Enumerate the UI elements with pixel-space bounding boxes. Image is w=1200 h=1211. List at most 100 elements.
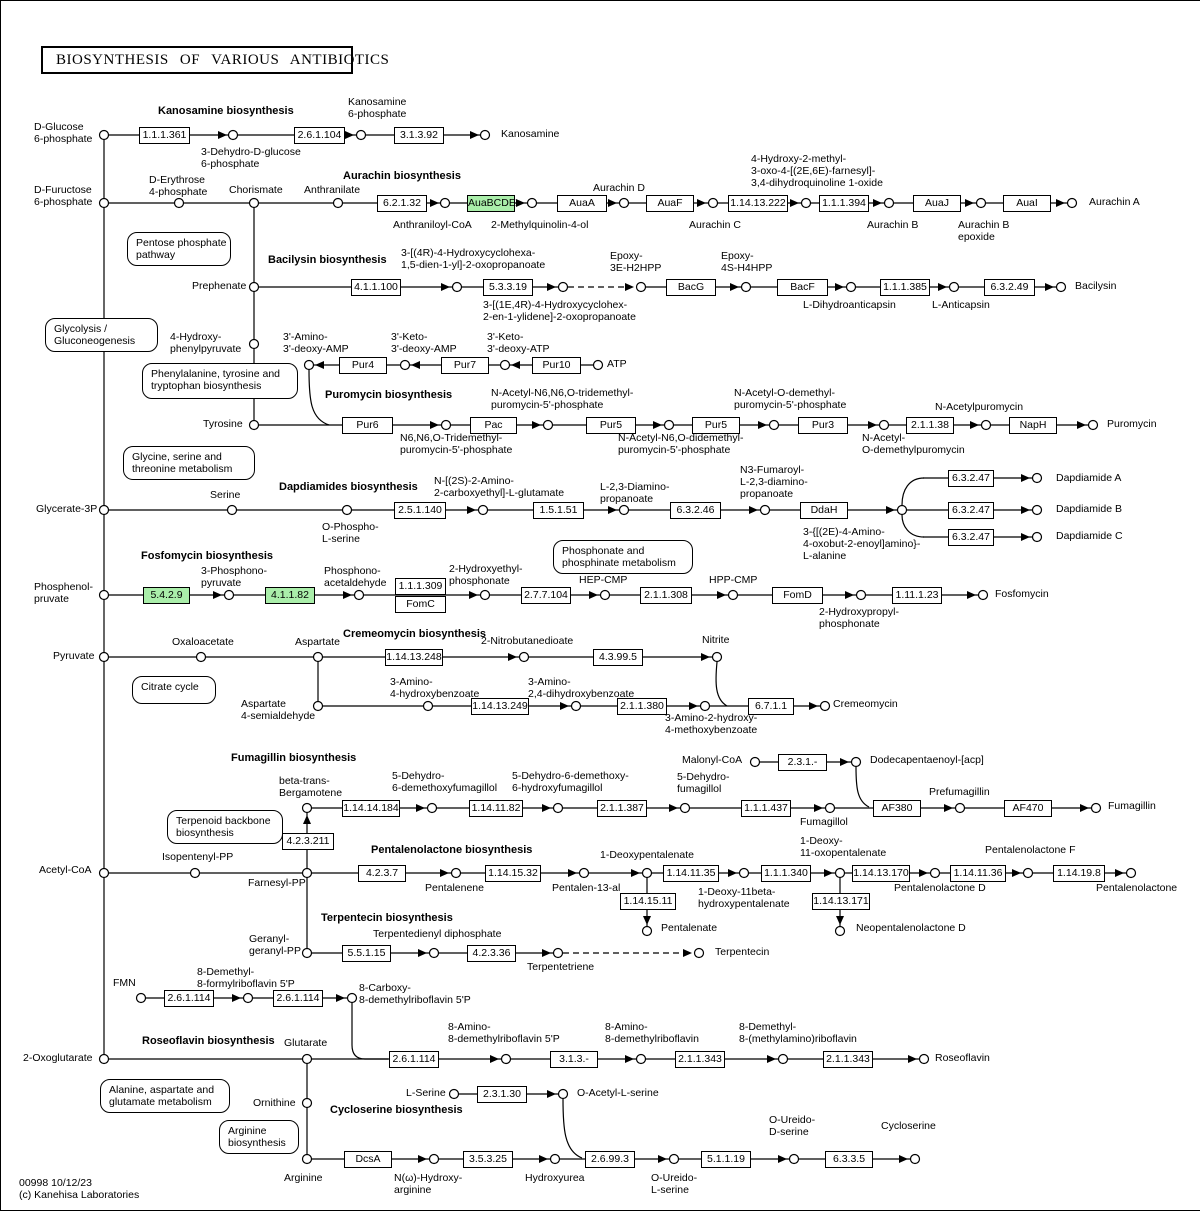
compound-node[interactable] bbox=[1055, 281, 1067, 293]
enzyme-box-1.1.1.340[interactable]: 1.1.1.340 bbox=[761, 865, 811, 882]
compound-node[interactable] bbox=[980, 419, 992, 431]
compound-node[interactable] bbox=[422, 700, 434, 712]
compound-node[interactable] bbox=[618, 197, 630, 209]
compound-node[interactable] bbox=[428, 947, 440, 959]
compound-node[interactable] bbox=[341, 504, 353, 516]
compound-node[interactable] bbox=[711, 651, 723, 663]
compound-node[interactable] bbox=[440, 419, 452, 431]
enzyme-box-Pur6[interactable]: Pur6 bbox=[342, 417, 393, 434]
enzyme-box-BacG[interactable]: BacG bbox=[666, 279, 716, 296]
enzyme-box-DdaH[interactable]: DdaH bbox=[800, 502, 848, 519]
enzyme-box-AuaBCDE[interactable]: AuaBCDE bbox=[467, 195, 516, 212]
enzyme-box-6.2.1.32[interactable]: 6.2.1.32 bbox=[377, 195, 427, 212]
compound-node[interactable] bbox=[759, 504, 771, 516]
enzyme-box-AuaF[interactable]: AuaF bbox=[646, 195, 694, 212]
compound-node[interactable] bbox=[242, 992, 254, 1004]
compound-node[interactable] bbox=[740, 281, 752, 293]
compound-node[interactable] bbox=[663, 419, 675, 431]
pathway-link[interactable]: Glycolysis / Gluconeogenesis bbox=[45, 318, 158, 352]
compound-node[interactable] bbox=[399, 359, 411, 371]
enzyme-box-6.3.2.47[interactable]: 6.3.2.47 bbox=[948, 502, 994, 519]
enzyme-box-2.6.1.114[interactable]: 2.6.1.114 bbox=[389, 1051, 439, 1068]
enzyme-box-5.5.1.15[interactable]: 5.5.1.15 bbox=[342, 945, 391, 962]
compound-node[interactable] bbox=[699, 700, 711, 712]
compound-node[interactable] bbox=[641, 867, 653, 879]
compound-node[interactable] bbox=[226, 504, 238, 516]
compound-node[interactable] bbox=[98, 129, 110, 141]
compound-node[interactable] bbox=[312, 700, 324, 712]
enzyme-box-2.1.1.387[interactable]: 2.1.1.387 bbox=[597, 800, 647, 817]
enzyme-box-2.1.1.343[interactable]: 2.1.1.343 bbox=[823, 1051, 873, 1068]
compound-node[interactable] bbox=[668, 1153, 680, 1165]
compound-node[interactable] bbox=[929, 867, 941, 879]
enzyme-box-1.14.14.184[interactable]: 1.14.14.184 bbox=[342, 800, 400, 817]
compound-node[interactable] bbox=[479, 589, 491, 601]
enzyme-box-1.1.1.437[interactable]: 1.1.1.437 bbox=[741, 800, 791, 817]
compound-node[interactable] bbox=[499, 359, 511, 371]
enzyme-box-AuaJ[interactable]: AuaJ bbox=[913, 195, 961, 212]
enzyme-box-2.3.1.30[interactable]: 2.3.1.30 bbox=[477, 1086, 527, 1103]
enzyme-box-1.14.13.222[interactable]: 1.14.13.222 bbox=[728, 195, 788, 212]
compound-node[interactable] bbox=[552, 802, 564, 814]
enzyme-box-Pur5[interactable]: Pur5 bbox=[586, 417, 636, 434]
enzyme-box-2.6.1.114[interactable]: 2.6.1.114 bbox=[164, 990, 214, 1007]
compound-node[interactable] bbox=[1087, 419, 1099, 431]
enzyme-box-6.3.3.5[interactable]: 6.3.3.5 bbox=[825, 1151, 873, 1168]
compound-node[interactable] bbox=[477, 504, 489, 516]
enzyme-box-1.11.1.23[interactable]: 1.11.1.23 bbox=[892, 587, 942, 604]
enzyme-box-4.2.3.7[interactable]: 4.2.3.7 bbox=[358, 865, 406, 882]
enzyme-box-1.14.13.170[interactable]: 1.14.13.170 bbox=[852, 865, 910, 882]
enzyme-box-3.1.3.-[interactable]: 3.1.3.- bbox=[550, 1051, 598, 1068]
enzyme-box-Pur4[interactable]: Pur4 bbox=[339, 357, 387, 374]
compound-node[interactable] bbox=[599, 589, 611, 601]
compound-node[interactable] bbox=[727, 589, 739, 601]
enzyme-box-FomD[interactable]: FomD bbox=[772, 587, 823, 604]
compound-node[interactable] bbox=[450, 867, 462, 879]
compound-node[interactable] bbox=[301, 1097, 313, 1109]
compound-node[interactable] bbox=[557, 1088, 569, 1100]
enzyme-box-2.6.1.114[interactable]: 2.6.1.114 bbox=[273, 990, 323, 1007]
enzyme-box-Pac[interactable]: Pac bbox=[470, 417, 517, 434]
compound-node[interactable] bbox=[693, 947, 705, 959]
compound-node[interactable] bbox=[189, 867, 201, 879]
enzyme-box-1.1.1.361[interactable]: 1.1.1.361 bbox=[139, 127, 190, 144]
enzyme-box-5.4.2.9[interactable]: 5.4.2.9 bbox=[143, 587, 190, 604]
enzyme-box-1.14.11.35[interactable]: 1.14.11.35 bbox=[663, 865, 719, 882]
compound-node[interactable] bbox=[195, 651, 207, 663]
enzyme-box-1.1.1.385[interactable]: 1.1.1.385 bbox=[880, 279, 930, 296]
enzyme-box-4.3.99.5[interactable]: 4.3.99.5 bbox=[593, 649, 643, 666]
compound-node[interactable] bbox=[526, 197, 538, 209]
compound-node[interactable] bbox=[1125, 867, 1137, 879]
compound-node[interactable] bbox=[355, 129, 367, 141]
enzyme-box-1.14.13.171[interactable]: 1.14.13.171 bbox=[812, 893, 870, 910]
enzyme-box-1.14.15.11[interactable]: 1.14.15.11 bbox=[620, 893, 676, 910]
enzyme-box-6.3.2.47[interactable]: 6.3.2.47 bbox=[948, 529, 994, 546]
enzyme-box-1.14.13.249[interactable]: 1.14.13.249 bbox=[471, 698, 529, 715]
compound-node[interactable] bbox=[353, 589, 365, 601]
compound-node[interactable] bbox=[592, 359, 604, 371]
compound-node[interactable] bbox=[552, 947, 564, 959]
enzyme-box-2.1.1.38[interactable]: 2.1.1.38 bbox=[906, 417, 954, 434]
compound-node[interactable] bbox=[578, 867, 590, 879]
compound-node[interactable] bbox=[227, 129, 239, 141]
enzyme-box-1.1.1.394[interactable]: 1.1.1.394 bbox=[819, 195, 869, 212]
compound-node[interactable] bbox=[878, 419, 890, 431]
compound-node[interactable] bbox=[855, 589, 867, 601]
compound-node[interactable] bbox=[635, 1053, 647, 1065]
compound-node[interactable] bbox=[1090, 802, 1102, 814]
compound-node[interactable] bbox=[173, 197, 185, 209]
compound-node[interactable] bbox=[845, 281, 857, 293]
pathway-link[interactable]: Arginine biosynthesis bbox=[219, 1120, 299, 1154]
enzyme-box-4.1.1.82[interactable]: 4.1.1.82 bbox=[265, 587, 315, 604]
compound-node[interactable] bbox=[883, 197, 895, 209]
pathway-link[interactable]: Phosphonate and phosphinate metabolism bbox=[553, 540, 693, 574]
compound-node[interactable] bbox=[135, 992, 147, 1004]
compound-node[interactable] bbox=[909, 1153, 921, 1165]
compound-node[interactable] bbox=[248, 281, 260, 293]
enzyme-box-Pur5[interactable]: Pur5 bbox=[692, 417, 740, 434]
pathway-link[interactable]: Citrate cycle bbox=[132, 676, 216, 704]
enzyme-box-1.1.1.309[interactable]: 1.1.1.309 bbox=[395, 578, 446, 595]
enzyme-box-5.3.3.19[interactable]: 5.3.3.19 bbox=[483, 279, 533, 296]
compound-node[interactable] bbox=[98, 651, 110, 663]
enzyme-box-2.3.1.-[interactable]: 2.3.1.- bbox=[778, 754, 827, 771]
